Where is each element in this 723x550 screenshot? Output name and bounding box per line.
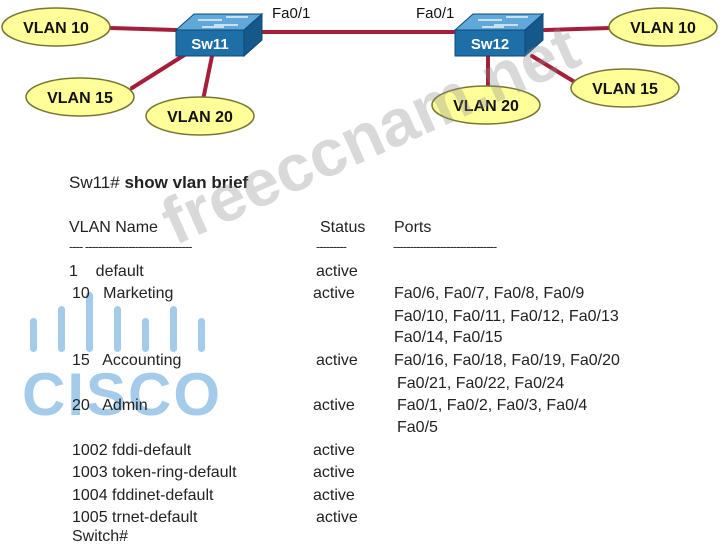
cisco-wordmark: CISCO (22, 361, 223, 428)
switch-sw11-face (175, 29, 245, 57)
switch-sw12[interactable]: Sw12 (453, 12, 545, 58)
vlan-row-ports: Fa0/21, Fa0/22, Fa0/24 (397, 375, 565, 392)
vlan-label: VLAN 20 (453, 98, 519, 115)
cisco-bar-icon (142, 318, 149, 352)
link-sw11-vlan15 (130, 52, 188, 90)
vlan-row-status: active (316, 263, 358, 280)
divider-name: ---- -------------------------------- (69, 239, 192, 254)
vlan-label: VLAN 15 (47, 90, 113, 107)
vlan-row-status: active (316, 352, 358, 369)
vlan-label: VLAN 20 (167, 109, 233, 126)
vlan-ellipse (1, 7, 111, 47)
switch-arrows-icon (478, 16, 528, 28)
cisco-bar-icon (86, 292, 93, 352)
cli-command-line: Sw11# show vlan brief (69, 173, 248, 193)
network-diagram: Sw11 Sw12 Fa0/1 Fa0/1 VLAN 10 VLAN 15 VL… (1, 5, 718, 136)
cli-prompt: Sw11# (69, 173, 120, 192)
vlan-ellipse (145, 96, 255, 136)
switch-sw12-label: Sw12 (471, 36, 509, 53)
cisco-bar-icon (58, 306, 65, 352)
vlan-node[interactable]: VLAN 10 (1, 7, 111, 47)
divider-ports: ------------------------------- (393, 239, 497, 254)
switch-sw12-face (454, 29, 526, 57)
vlan-row-ports: Fa0/16, Fa0/18, Fa0/19, Fa0/20 (394, 352, 620, 369)
cisco-bar-icon (114, 306, 121, 352)
vlan-ellipse (608, 7, 718, 47)
vlan-row-ports: Fa0/6, Fa0/7, Fa0/8, Fa0/9 (394, 285, 585, 302)
link-sw12-vlan10 (543, 26, 612, 32)
vlan-row-ports: Fa0/14, Fa0/15 (394, 329, 503, 346)
vlan-row-ports: Fa0/5 (397, 419, 438, 436)
header-status: Status (320, 219, 366, 236)
vlan-node[interactable]: VLAN 20 (145, 96, 255, 136)
vlan-row-status: active (313, 487, 355, 504)
vlan-node[interactable]: VLAN 15 (25, 77, 135, 117)
vlan-row-name: 10 Marketing (72, 285, 174, 302)
vlan-row-name: 15 Accounting (72, 352, 182, 369)
header-ports: Ports (394, 219, 432, 236)
vlan-row-status: active (313, 285, 355, 302)
vlan-label: VLAN 15 (592, 81, 658, 98)
cisco-bar-icon (30, 318, 37, 352)
vlan-ellipse (431, 85, 541, 125)
link-sw11-vlan20 (201, 54, 214, 102)
header-vlan-name: VLAN Name (69, 219, 158, 236)
vlan-row-name: 1002 fddi-default (72, 442, 192, 459)
switch-sw11-label: Sw11 (191, 36, 229, 53)
switch-arrows-icon (198, 16, 248, 28)
vlan-row-status: active (313, 442, 355, 459)
vlan-label: VLAN 10 (23, 20, 89, 37)
vlan-row-name: 20 Admin (72, 397, 148, 414)
cisco-bar-icon (170, 306, 177, 352)
vlan-row-status: active (316, 509, 358, 526)
cisco-bar-icon (198, 318, 205, 352)
vlan-row-ports: Fa0/1, Fa0/2, Fa0/3, Fa0/4 (397, 397, 588, 414)
vlan-ellipse (25, 77, 135, 117)
vlan-row-ports: Fa0/10, Fa0/11, Fa0/12, Fa0/13 (394, 308, 619, 325)
vlan-row-status: active (313, 464, 355, 481)
vlan-label: VLAN 10 (630, 20, 696, 37)
port-label-sw12: Fa0/1 (416, 5, 454, 22)
vlan-ellipse (570, 68, 680, 108)
switch-sw11[interactable]: Sw11 (174, 12, 264, 58)
vlan-row-name: 1003 token-ring-default (72, 464, 237, 481)
vlan-row-name: 1005 trnet-default (72, 509, 198, 526)
vlan-node[interactable]: VLAN 10 (608, 7, 718, 47)
links (108, 26, 612, 102)
cli-command: show vlan brief (124, 173, 249, 192)
divider-status: --------- (316, 239, 347, 254)
vlan-row-name: 1004 fddinet-default (72, 487, 214, 504)
vlan-node[interactable]: VLAN 15 (570, 68, 680, 108)
vlan-row-status: active (313, 397, 355, 414)
vlan-node[interactable]: VLAN 20 (431, 85, 541, 125)
link-sw11-vlan10 (108, 26, 178, 32)
vlan-row-name: 1 default (69, 263, 144, 280)
cli-end-prompt: Switch# (72, 528, 129, 545)
link-sw12-vlan15 (530, 54, 580, 86)
port-label-sw11: Fa0/1 (272, 5, 310, 22)
